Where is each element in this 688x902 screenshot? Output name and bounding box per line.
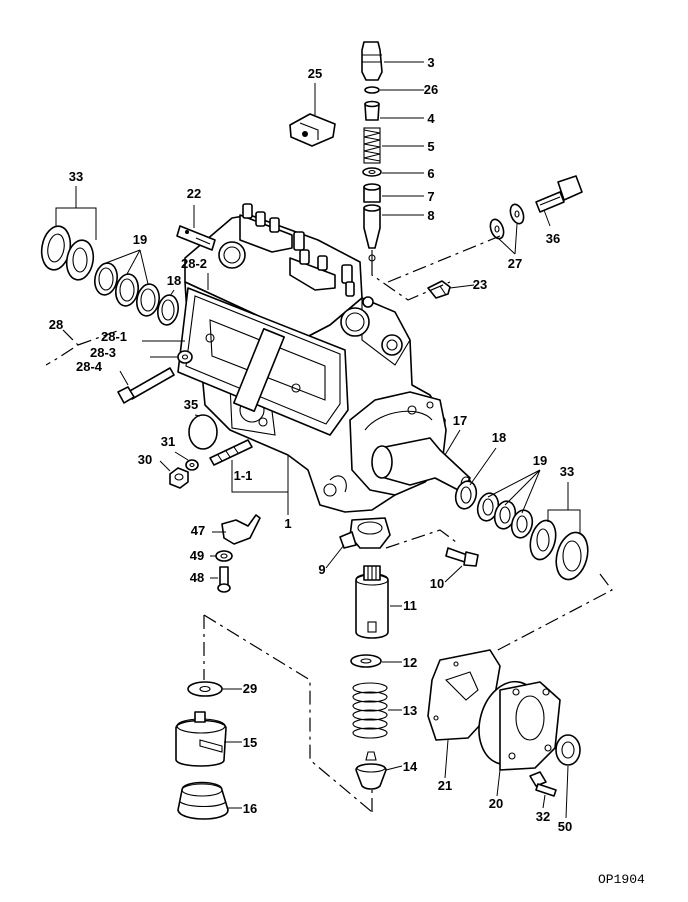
- screw-23: [427, 280, 451, 299]
- washer-49: [215, 550, 233, 562]
- bolt-36: [535, 175, 583, 213]
- washer-31: [185, 459, 199, 471]
- callout-c28-4: 28-4: [76, 359, 103, 374]
- callout-c48: 48: [190, 570, 204, 585]
- callout-c26: 26: [424, 82, 438, 97]
- callout-c35: 35: [184, 397, 198, 412]
- callout-c30: 30: [138, 452, 152, 467]
- callout-c36: 36: [546, 231, 560, 246]
- callout-c27: 27: [508, 256, 522, 271]
- callout-c33b: 33: [560, 464, 574, 479]
- o-ring-35: [188, 414, 218, 450]
- cover-plate-28: [177, 287, 349, 436]
- right-gear-stack: [454, 480, 589, 581]
- stud-1-1: [209, 439, 253, 466]
- callout-c13: 13: [403, 703, 417, 718]
- washer-12: [350, 654, 382, 668]
- seat-14: [355, 751, 387, 790]
- leader-lines: [45, 61, 581, 819]
- figure-code: OP1904: [598, 872, 645, 887]
- bracket-25: [289, 113, 336, 147]
- left-gear-stack: [40, 225, 179, 326]
- washer-29: [187, 681, 223, 697]
- callout-c9: 9: [318, 562, 325, 577]
- clip-47: [221, 514, 261, 545]
- assembly-dash-lines: [203, 235, 613, 813]
- callout-c10: 10: [430, 576, 444, 591]
- callout-c32: 32: [536, 809, 550, 824]
- delivery-valve-stack: [361, 41, 383, 262]
- callout-c7: 7: [427, 189, 434, 204]
- piece-15: [175, 711, 227, 767]
- callout-c18b: 18: [492, 430, 506, 445]
- flange-20: [478, 680, 561, 771]
- callout-c25: 25: [308, 66, 322, 81]
- bolt-32: [529, 771, 557, 797]
- seal-50: [555, 734, 581, 766]
- callout-c23: 23: [473, 277, 487, 292]
- callout-c6: 6: [427, 166, 434, 181]
- plate-22: [176, 225, 216, 251]
- washer-28-3: [177, 350, 193, 364]
- callout-c28: 28: [49, 317, 63, 332]
- callout-c49: 49: [190, 548, 204, 563]
- callout-c47: 47: [191, 523, 205, 538]
- callout-c5: 5: [427, 139, 434, 154]
- washers-27: [489, 203, 525, 240]
- callout-c28-3: 28-3: [90, 345, 116, 360]
- delivery-valve-holders: [239, 203, 355, 297]
- callout-c33a: 33: [69, 169, 83, 184]
- clamp-9: [339, 517, 391, 549]
- callout-c1-1: 1-1: [234, 468, 253, 483]
- callout-c22: 22: [187, 186, 201, 201]
- callout-c19a: 19: [133, 232, 147, 247]
- screw-48: [217, 566, 231, 593]
- callout-c31: 31: [161, 434, 175, 449]
- cap-16: [177, 781, 229, 820]
- callout-c4: 4: [427, 111, 435, 126]
- screw-10: [445, 547, 479, 567]
- callout-c20: 20: [489, 796, 503, 811]
- callout-c8: 8: [427, 208, 434, 223]
- callout-c19b: 19: [533, 453, 547, 468]
- callout-c18a: 18: [167, 273, 181, 288]
- callout-c3: 3: [427, 55, 434, 70]
- callout-c1: 1: [284, 516, 291, 531]
- callout-c11: 11: [403, 598, 417, 613]
- callout-c29: 29: [243, 681, 257, 696]
- tappet-11: [355, 565, 389, 639]
- callout-c28-2: 28-2: [181, 256, 207, 271]
- callout-labels: 1 1-1 3 4 5 6 7 8 9 10 11 12 13 14 15 16 17 18 18 19 19 20 21 2…: [49, 55, 574, 834]
- callout-c15: 15: [243, 735, 257, 750]
- callout-c50: 50: [558, 819, 572, 834]
- callout-c12: 12: [403, 655, 417, 670]
- callout-c28-1: 28-1: [101, 329, 127, 344]
- bolt-28-4: [117, 367, 175, 404]
- callout-c21: 21: [438, 778, 452, 793]
- spring-13: [352, 682, 388, 739]
- callout-c17: 17: [453, 413, 467, 428]
- nut-30: [169, 467, 189, 489]
- callout-c14: 14: [403, 759, 418, 774]
- callout-c16: 16: [243, 801, 257, 816]
